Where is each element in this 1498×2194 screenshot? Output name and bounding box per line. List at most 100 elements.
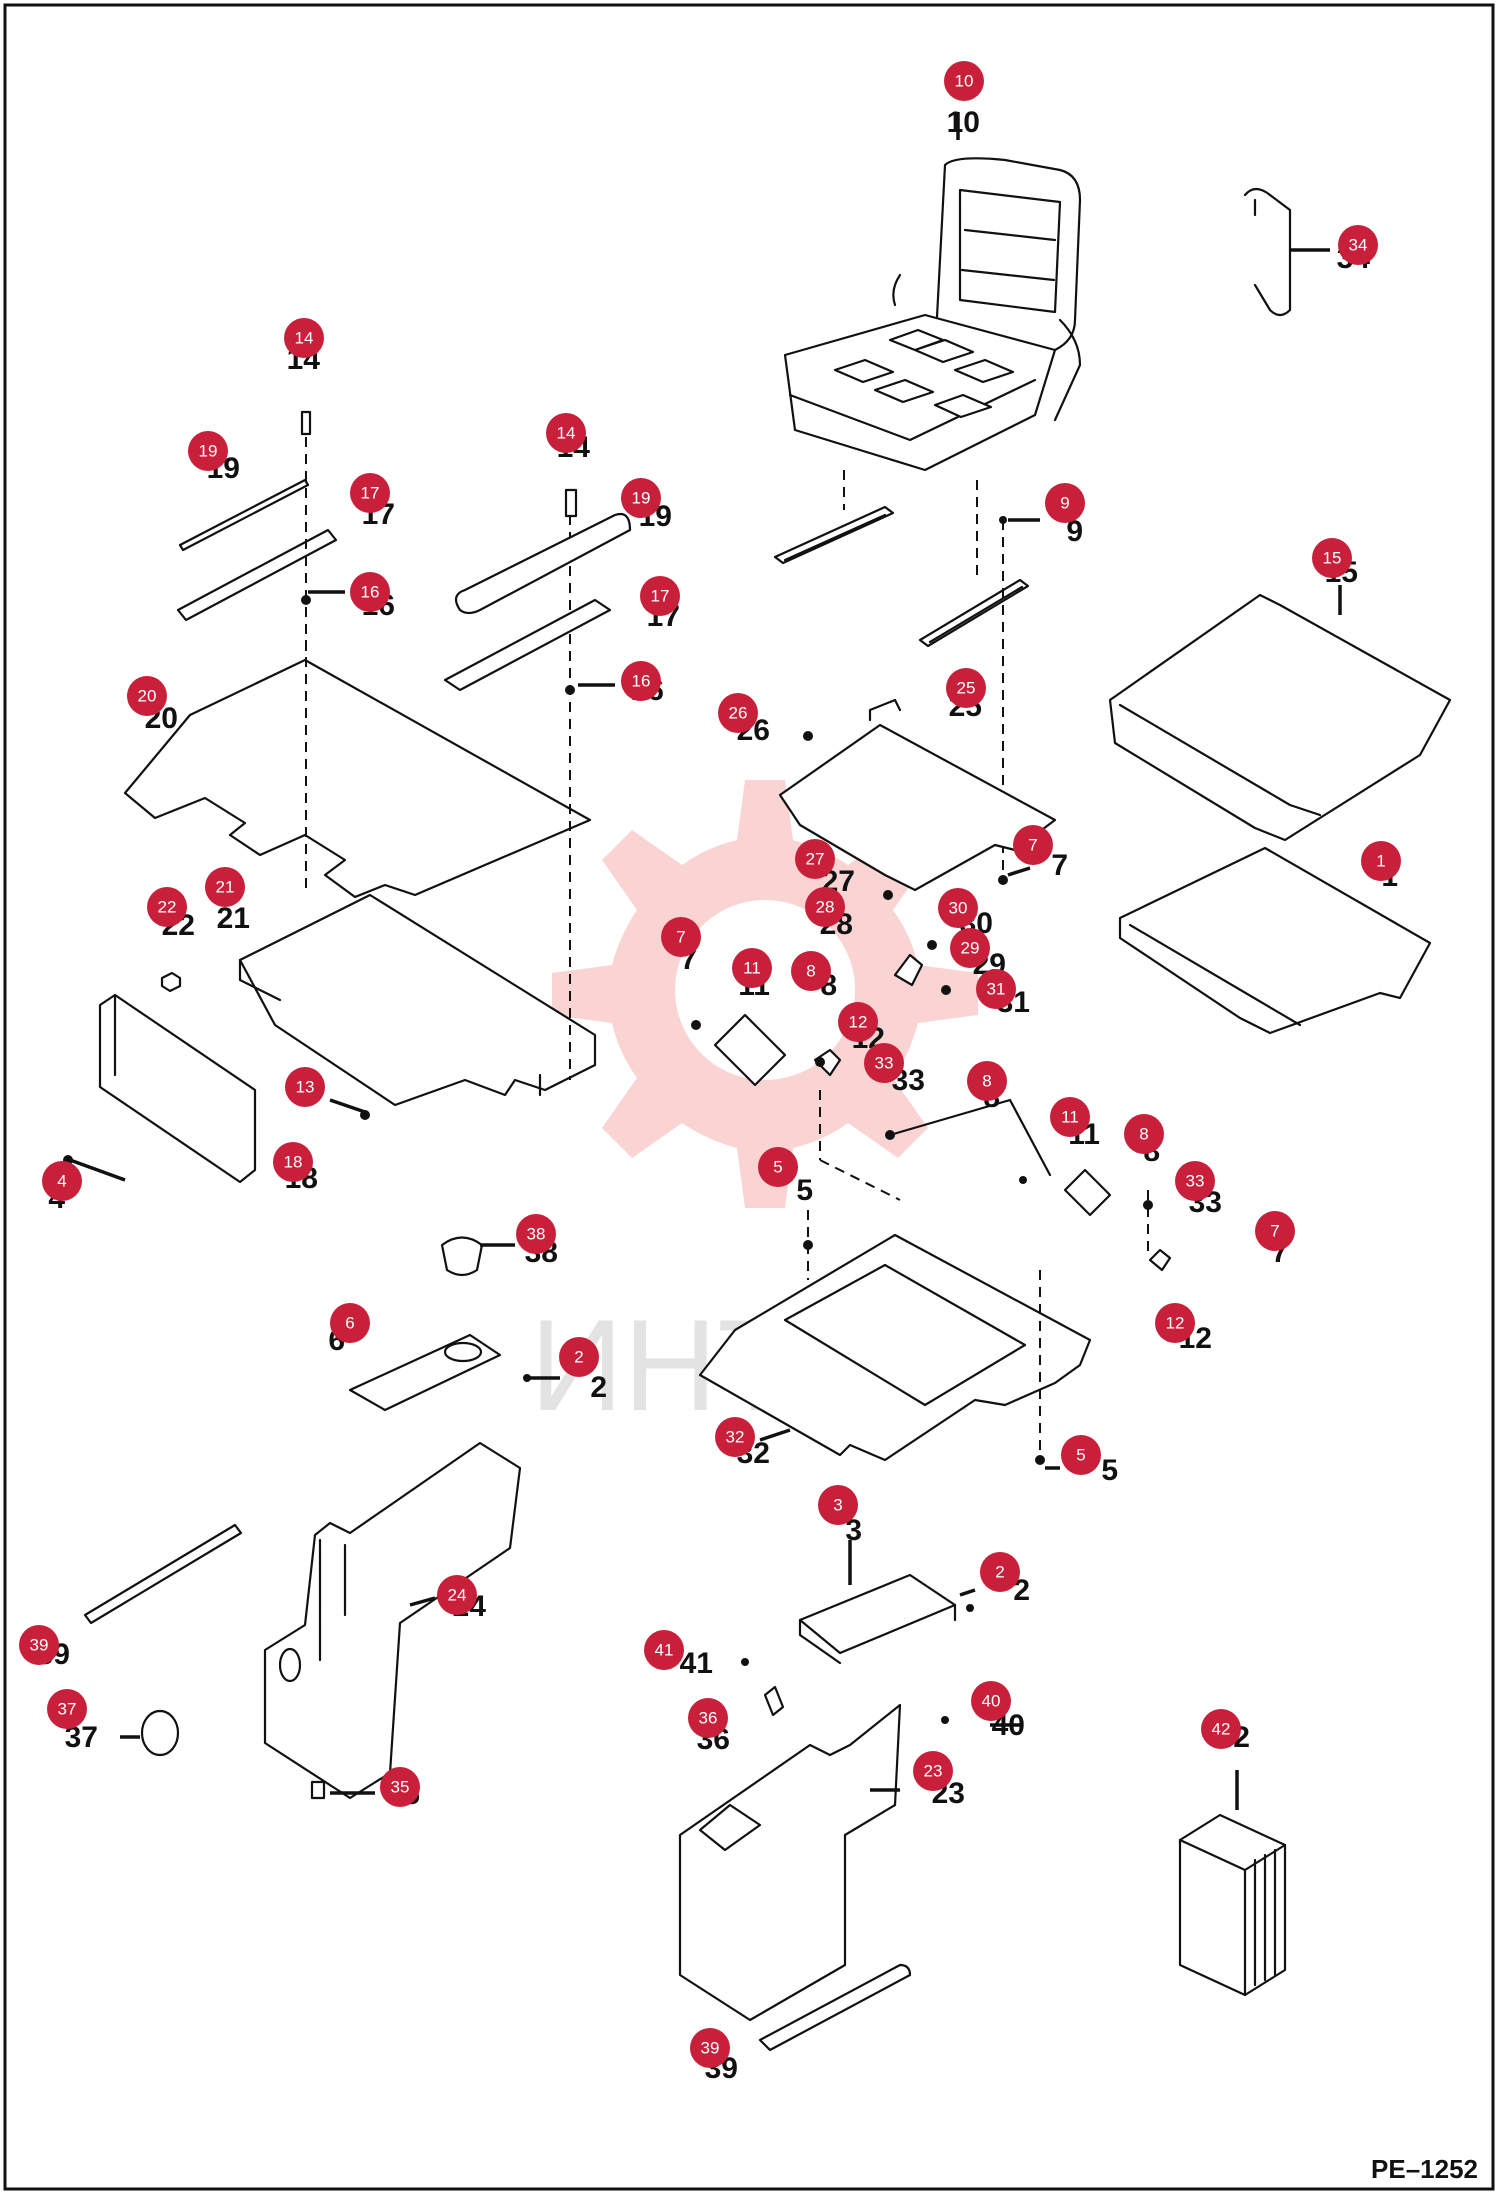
callout-label: 39 xyxy=(701,2039,720,2058)
callout-badge xyxy=(644,1630,684,1670)
callout-label: 19 xyxy=(632,489,651,508)
page-ref: PE–1252 xyxy=(1371,2154,1478,2184)
callout-label: 37 xyxy=(58,1700,77,1719)
callout-badge xyxy=(950,928,990,968)
callout-38: 38 xyxy=(516,1214,556,1254)
watermark-gear xyxy=(552,780,978,1208)
callout-label: 4 xyxy=(57,1172,66,1191)
console-24 xyxy=(263,1441,522,1800)
callout-18: 18 xyxy=(273,1142,313,1182)
callout-16: 16 xyxy=(621,661,661,701)
seat xyxy=(783,157,1082,472)
callout-label: 39 xyxy=(30,1636,49,1655)
callout-badge xyxy=(795,839,835,879)
callout-badge xyxy=(758,1147,798,1187)
callout-16: 16 xyxy=(350,572,390,612)
callout-label: 27 xyxy=(806,850,825,869)
callout-label: 11 xyxy=(1061,1108,1079,1127)
callout-label: 41 xyxy=(655,1641,674,1660)
callout-badge xyxy=(1338,225,1378,265)
callout-37: 37 xyxy=(47,1689,87,1729)
callout-2: 2 xyxy=(980,1552,1020,1592)
callout-badge xyxy=(864,1043,904,1083)
callout-label: 14 xyxy=(295,329,314,348)
callout-badge xyxy=(818,1485,858,1525)
callout-label: 6 xyxy=(345,1314,354,1333)
callout-badge xyxy=(1255,1211,1295,1251)
callout-badge xyxy=(42,1161,82,1201)
callout-badge xyxy=(516,1214,556,1254)
callout-badge xyxy=(805,887,845,927)
callout-badge xyxy=(938,888,978,928)
callout-label: 18 xyxy=(284,1153,303,1172)
callout-29: 29 xyxy=(950,928,990,968)
callout-40: 40 xyxy=(971,1681,1011,1721)
callout-badge xyxy=(913,1751,953,1791)
seat-frame-32 xyxy=(698,1233,1092,1462)
callout-5: 5 xyxy=(1061,1435,1101,1475)
callout-badge xyxy=(273,1142,313,1182)
callout-9: 9 xyxy=(1045,483,1085,523)
callout-label: 9 xyxy=(1060,494,1069,513)
callout-badge xyxy=(640,576,680,616)
callout-badge xyxy=(1045,483,1085,523)
ref-number: 2 xyxy=(1013,1574,1030,1607)
callout-label: 17 xyxy=(361,484,380,503)
ref-number: 5 xyxy=(796,1174,813,1207)
callout-6: 6 xyxy=(330,1303,370,1343)
callout-label: 1 xyxy=(1376,852,1385,871)
callout-badge xyxy=(732,948,772,988)
callout-26: 26 xyxy=(718,693,758,733)
callout-label: 33 xyxy=(875,1054,894,1073)
callout-label: 12 xyxy=(1166,1314,1185,1333)
callout-label: 7 xyxy=(676,928,685,947)
callout-label: 28 xyxy=(816,898,835,917)
panel-21 xyxy=(238,893,597,1107)
callout-label: 23 xyxy=(924,1762,943,1781)
callout-33: 33 xyxy=(864,1043,904,1083)
callout-39: 39 xyxy=(19,1625,59,1665)
callout-badge xyxy=(715,1417,755,1457)
bracket-34 xyxy=(1243,187,1292,317)
callout-14: 14 xyxy=(546,413,586,453)
callout-badge xyxy=(350,572,390,612)
callout-badge xyxy=(205,867,245,907)
floor-mat-20 xyxy=(123,658,592,899)
callout-label: 21 xyxy=(216,878,235,897)
ref-number: 7 xyxy=(1051,849,1068,882)
seat-base-25 xyxy=(778,723,1057,892)
callout-badge xyxy=(791,951,831,991)
panel-6 xyxy=(348,1333,502,1412)
callout-2: 2 xyxy=(559,1337,599,1377)
callout-badge xyxy=(621,478,661,518)
latch-assembly xyxy=(713,953,1172,1272)
callout-label: 8 xyxy=(806,962,815,981)
callout-label: 33 xyxy=(1186,1172,1205,1191)
callout-label: 38 xyxy=(527,1225,546,1244)
callout-label: 17 xyxy=(651,587,670,606)
callout-badge xyxy=(1050,1097,1090,1137)
ref-number: 3 xyxy=(845,1514,862,1547)
callout-19: 19 xyxy=(188,431,228,471)
callout-badge xyxy=(188,431,228,471)
callout-badge xyxy=(1312,538,1352,578)
callout-badge xyxy=(437,1575,477,1615)
callout-20: 20 xyxy=(127,676,167,716)
callout-badge xyxy=(1124,1114,1164,1154)
callout-24: 24 xyxy=(437,1575,477,1615)
callout-label: 5 xyxy=(773,1158,782,1177)
callout-11: 11 xyxy=(732,948,772,988)
callout-badge xyxy=(1155,1303,1195,1343)
callout-7: 7 xyxy=(1255,1211,1295,1251)
callout-label: 16 xyxy=(632,672,651,691)
callout-label: 30 xyxy=(949,899,968,918)
callout-badge xyxy=(976,969,1016,1009)
callout-badge xyxy=(127,676,167,716)
ref-number: 9 xyxy=(1066,515,1083,548)
callout-badge xyxy=(971,1681,1011,1721)
callout-badge xyxy=(546,413,586,453)
callout-13: 13 xyxy=(285,1067,325,1107)
callout-badge xyxy=(1175,1161,1215,1201)
callout-badge xyxy=(19,1625,59,1665)
